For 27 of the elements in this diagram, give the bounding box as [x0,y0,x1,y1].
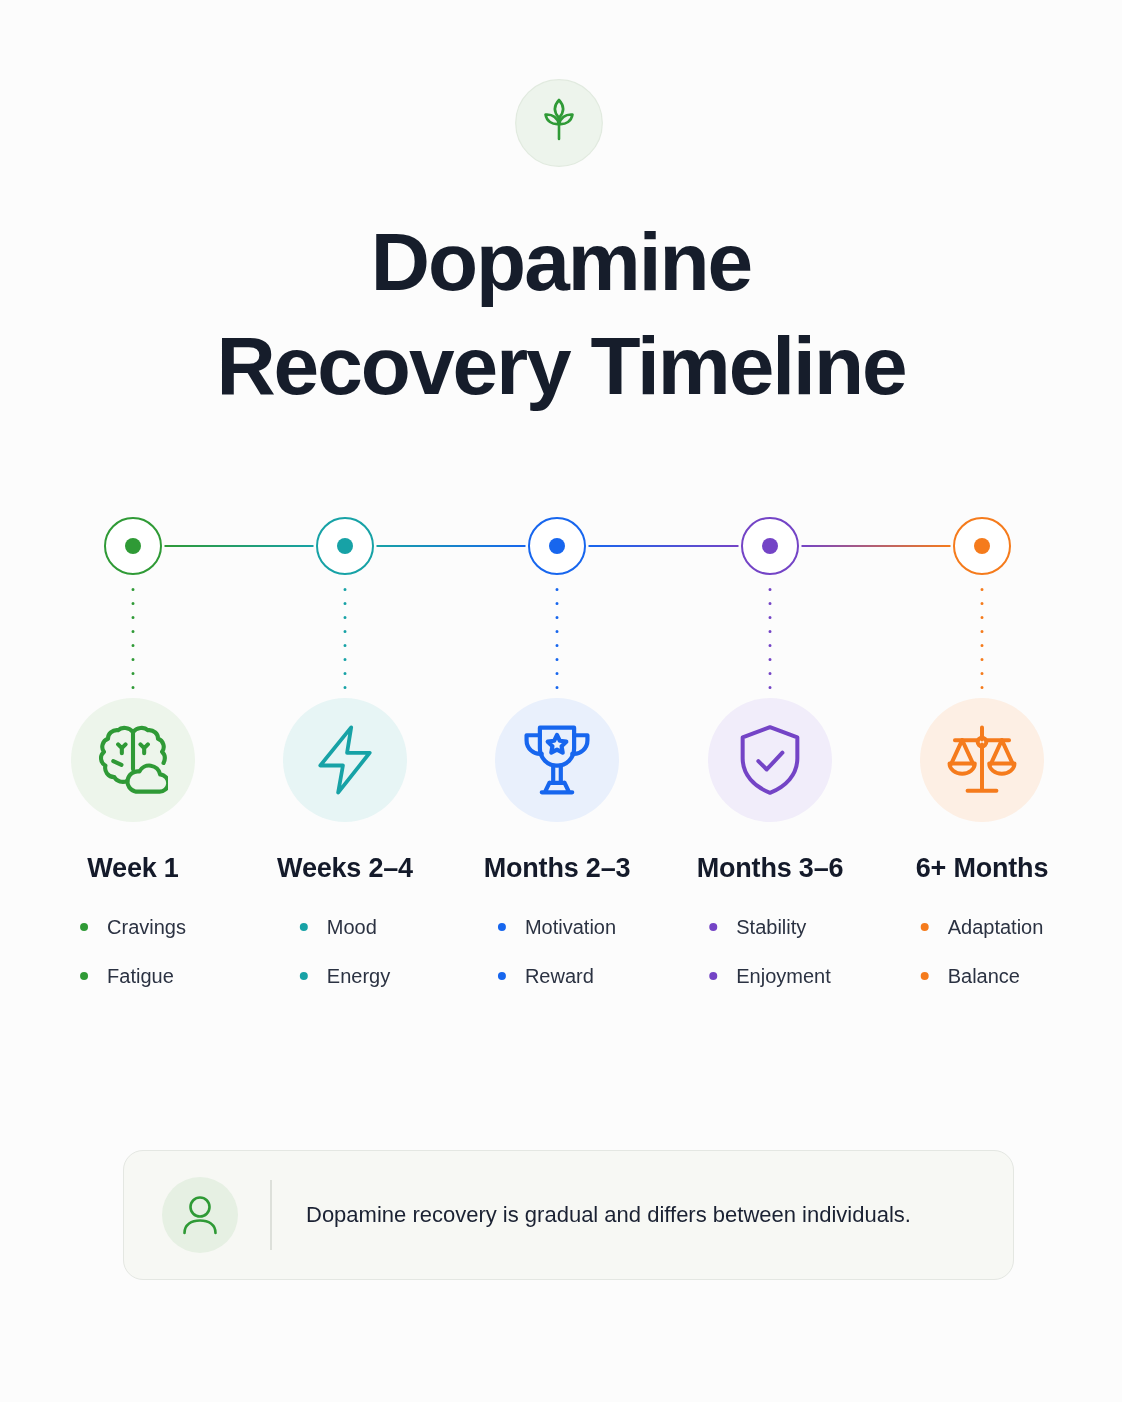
bullet-text: Cravings [107,915,186,940]
bullet-text: Mood [326,915,377,940]
timeline-marker [528,517,586,575]
phase-heading: Months 3–6 [696,852,844,885]
bullet-text: Balance [947,964,1020,989]
bullet-text: Fatigue [107,964,174,989]
phase-heading: 6+ Months [915,852,1049,885]
bullet-text: Enjoyment [736,964,831,989]
timeline-marker [953,517,1011,575]
bullet-text: Adaptation [947,915,1044,940]
bullet-text: Energy [326,964,391,989]
title: Dopamine Recovery Timeline [215,215,907,413]
timeline-marker [741,517,799,575]
timeline-line [801,544,951,548]
timeline-line [588,544,739,548]
timeline-line [376,544,526,548]
phase-heading: Weeks 2–4 [277,852,413,885]
bullet-text: Reward [524,964,594,989]
note-box [123,1150,1014,1280]
timeline-line [164,544,314,548]
timeline-marker [104,517,162,575]
timeline-marker [316,517,374,575]
phase-heading: Months 2–3 [483,852,631,885]
phase-heading: Week 1 [87,852,179,885]
bullet-text: Motivation [524,915,617,940]
note-text: Dopamine recovery is gradual and differs between individuals. [306,1201,912,1229]
bullet-text: Stability [736,915,807,940]
